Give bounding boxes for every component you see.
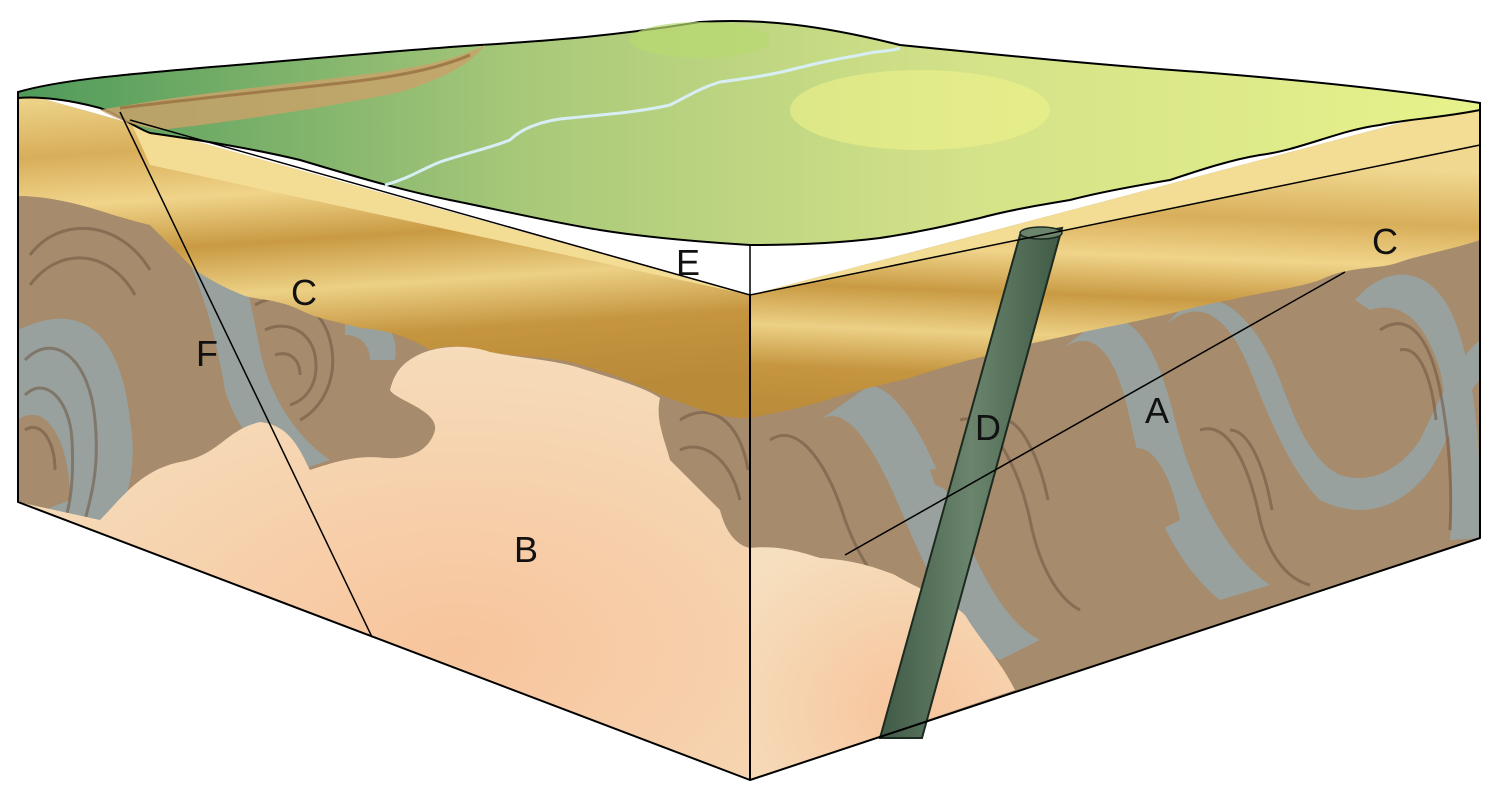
river xyxy=(384,46,901,187)
label-c-left: C xyxy=(291,272,317,313)
fault-a-line xyxy=(844,271,1346,556)
label-d: D xyxy=(975,407,1001,448)
label-f: F xyxy=(196,333,218,374)
label-e: E xyxy=(676,242,700,283)
label-c-right: C xyxy=(1372,221,1398,262)
label-b: B xyxy=(514,529,538,570)
label-a: A xyxy=(1145,390,1169,431)
fault-f-line xyxy=(119,111,373,638)
